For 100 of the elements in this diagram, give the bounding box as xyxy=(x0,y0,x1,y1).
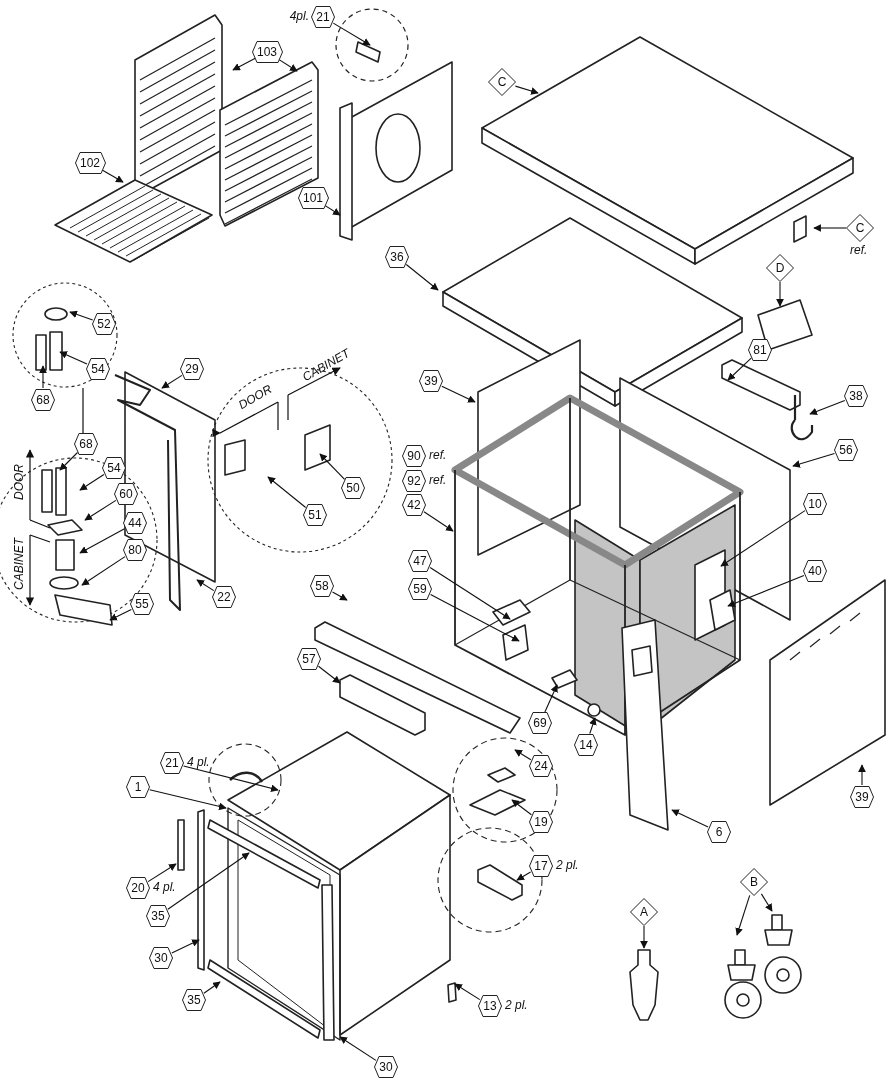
callout-number: 102 xyxy=(74,152,106,174)
callout-number: 39 xyxy=(419,370,443,392)
callout-number: 50 xyxy=(341,477,365,499)
callout-number: 51 xyxy=(303,504,327,526)
leader-line xyxy=(79,473,105,491)
leader-line xyxy=(640,925,648,949)
leader-line xyxy=(81,556,126,586)
leader-line xyxy=(792,452,836,468)
leader-line xyxy=(405,263,439,291)
leader-line xyxy=(232,57,257,71)
leader-line xyxy=(319,453,346,480)
leader-line xyxy=(203,981,221,994)
callout-number: B xyxy=(740,868,768,896)
callout-number: 54 xyxy=(102,457,126,479)
callout-number: 20 xyxy=(126,877,150,899)
leader-line xyxy=(69,310,94,321)
leader-line xyxy=(147,863,177,883)
callout-number: 59 xyxy=(408,578,432,600)
callout-number: 13 xyxy=(478,995,502,1017)
leader-line xyxy=(339,1036,377,1061)
callout-note: 4 pl. xyxy=(153,880,176,894)
callout-number: 1 xyxy=(126,776,150,798)
callout-number: 17 xyxy=(529,855,553,877)
leader-line xyxy=(161,374,183,389)
callout-number: D xyxy=(766,254,794,282)
callout-number: 57 xyxy=(297,648,321,670)
leader-line xyxy=(79,528,126,554)
callout-number: C xyxy=(846,214,874,242)
leader-line xyxy=(544,684,558,713)
leader-line xyxy=(760,893,773,912)
callout-number: 103 xyxy=(251,41,283,63)
leader-line xyxy=(196,579,215,592)
callout-note: ref. xyxy=(429,473,447,487)
callout-number: 30 xyxy=(149,947,173,969)
callout-number: 101 xyxy=(297,187,329,209)
leader-line xyxy=(511,799,532,816)
callout-note: 2 pl. xyxy=(505,998,528,1012)
callout-number: 30 xyxy=(374,1056,398,1078)
callout-number: C xyxy=(488,68,516,96)
callout-number: 40 xyxy=(803,560,827,582)
direction-label: DOOR xyxy=(12,464,26,500)
callout-note: 2 pl. xyxy=(556,858,579,872)
leader-line xyxy=(171,939,200,954)
leader-line xyxy=(317,665,341,684)
callout-number: A xyxy=(630,898,658,926)
callout-number: 80 xyxy=(123,539,147,561)
callout-number: 39 xyxy=(850,786,874,808)
leader-line xyxy=(183,765,279,792)
callout-number: 38 xyxy=(844,385,868,407)
callout-number: 90 xyxy=(402,445,426,467)
leader-line xyxy=(813,224,847,232)
callout-number: 68 xyxy=(74,433,98,455)
leader-line xyxy=(430,594,520,642)
callout-number: 35 xyxy=(146,905,170,927)
callout-note: 4pl. xyxy=(289,9,309,23)
leader-line xyxy=(776,281,784,307)
callout-number: 81 xyxy=(748,339,772,361)
callout-number: 47 xyxy=(408,550,432,572)
leader-line xyxy=(809,399,846,416)
leader-line xyxy=(59,351,88,365)
callout-number: 35 xyxy=(182,989,206,1011)
callout-note: ref. xyxy=(429,448,447,462)
callout-number: 19 xyxy=(529,811,553,833)
leader-line xyxy=(454,983,481,1001)
direction-label: CABINET xyxy=(12,538,26,590)
leader-line xyxy=(589,717,597,735)
callout-number: 44 xyxy=(123,512,147,534)
callout-number: 69 xyxy=(528,712,552,734)
leader-line xyxy=(735,894,751,936)
leader-line xyxy=(84,499,117,521)
callout-number: 42 xyxy=(402,494,426,516)
leader-line xyxy=(423,511,454,532)
leader-line xyxy=(671,809,709,828)
leader-line xyxy=(441,385,476,403)
leader-line xyxy=(149,789,227,811)
callout-number: 10 xyxy=(803,493,827,515)
leader-line xyxy=(39,365,47,389)
leader-line xyxy=(720,510,806,567)
leader-line xyxy=(516,871,532,881)
callout-note: ref. xyxy=(850,243,868,257)
leader-line xyxy=(167,852,250,910)
callout-number: 6 xyxy=(707,821,731,843)
leader-line xyxy=(267,476,307,509)
callout-number: 21 xyxy=(311,6,335,28)
leader-line xyxy=(109,608,132,621)
leader-line xyxy=(514,749,532,761)
leader-line xyxy=(727,574,805,607)
callout-number: 60 xyxy=(114,483,138,505)
callout-number: 55 xyxy=(130,593,154,615)
callout-number: 29 xyxy=(180,358,204,380)
callout-number: 14 xyxy=(574,734,598,756)
callout-number: 36 xyxy=(385,246,409,268)
leader-line xyxy=(514,85,539,95)
leader-line xyxy=(727,357,752,381)
leader-line xyxy=(59,451,79,471)
callout-number: 92 xyxy=(402,470,426,492)
callout-note: 4 pl. xyxy=(187,755,210,769)
callout-number: 58 xyxy=(310,575,334,597)
callout-number: 52 xyxy=(92,313,116,335)
callout-number: 54 xyxy=(86,358,110,380)
